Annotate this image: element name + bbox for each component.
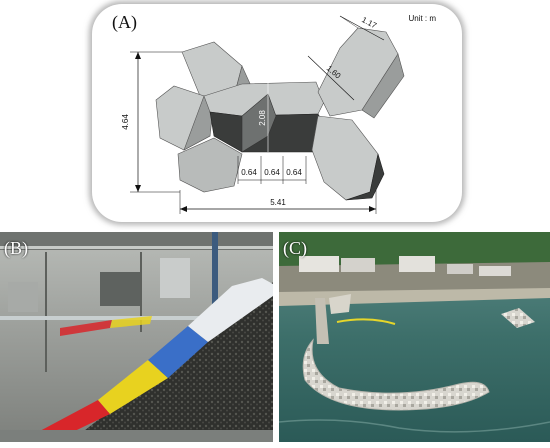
flume-image — [0, 232, 273, 442]
layer-yellow — [98, 360, 168, 414]
block-arm-upper-right — [317, 27, 399, 117]
panel-a-drawing: (A) Unit : m 4.64 5.41 — [92, 4, 462, 222]
dim-center: 2.08 — [258, 110, 267, 126]
block-body-mid — [241, 93, 277, 153]
offshore-blocks — [501, 308, 535, 328]
panel-a-label: (A) — [112, 12, 137, 32]
dim-width: 5.41 — [270, 198, 286, 207]
layer-top-yellow — [110, 316, 152, 328]
breakwater-arc — [302, 338, 490, 411]
block-arm-lower-right-end — [345, 153, 385, 201]
layer-white — [188, 278, 273, 342]
block-arm-lower-left — [177, 137, 243, 193]
breakwater-image — [279, 232, 550, 442]
dim-seg-3: 0.64 — [286, 168, 302, 177]
dim-seg-1: 0.64 — [241, 168, 257, 177]
dim-height: 4.64 — [121, 114, 130, 130]
layer-top-red — [60, 320, 112, 336]
panel-b-flume-photo: (B) — [0, 232, 273, 442]
dim-seg-2: 0.64 — [264, 168, 280, 177]
panel-b-label: (B) — [4, 238, 28, 258]
panel-c-label: (C) — [283, 238, 307, 258]
unit-label: Unit : m — [408, 14, 436, 23]
block-arm-lower-right — [311, 115, 379, 201]
layer-blue — [148, 326, 208, 378]
block-arm-upper-right-face — [361, 53, 405, 119]
armour-block-drawing: 4.64 5.41 0.64 0.64 0.64 2.08 1.17 1.60 — [121, 15, 405, 214]
panel-c-breakwater-photo: (C) — [279, 232, 550, 442]
